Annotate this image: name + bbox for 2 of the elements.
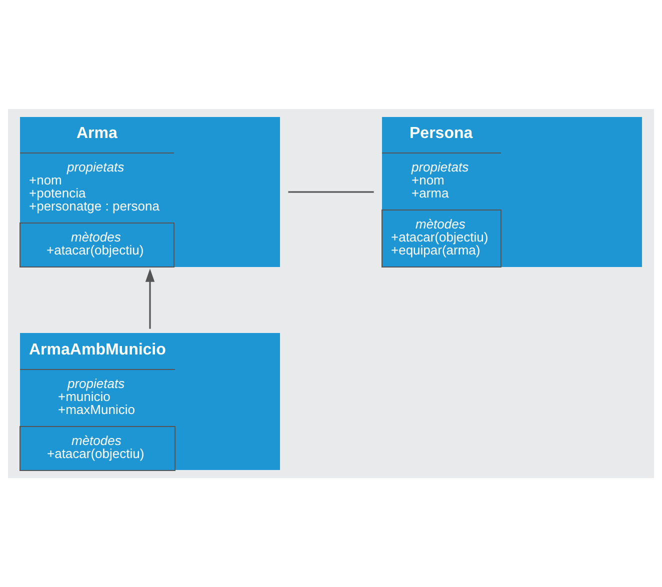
arrow [145,268,155,329]
connector [288,191,374,193]
